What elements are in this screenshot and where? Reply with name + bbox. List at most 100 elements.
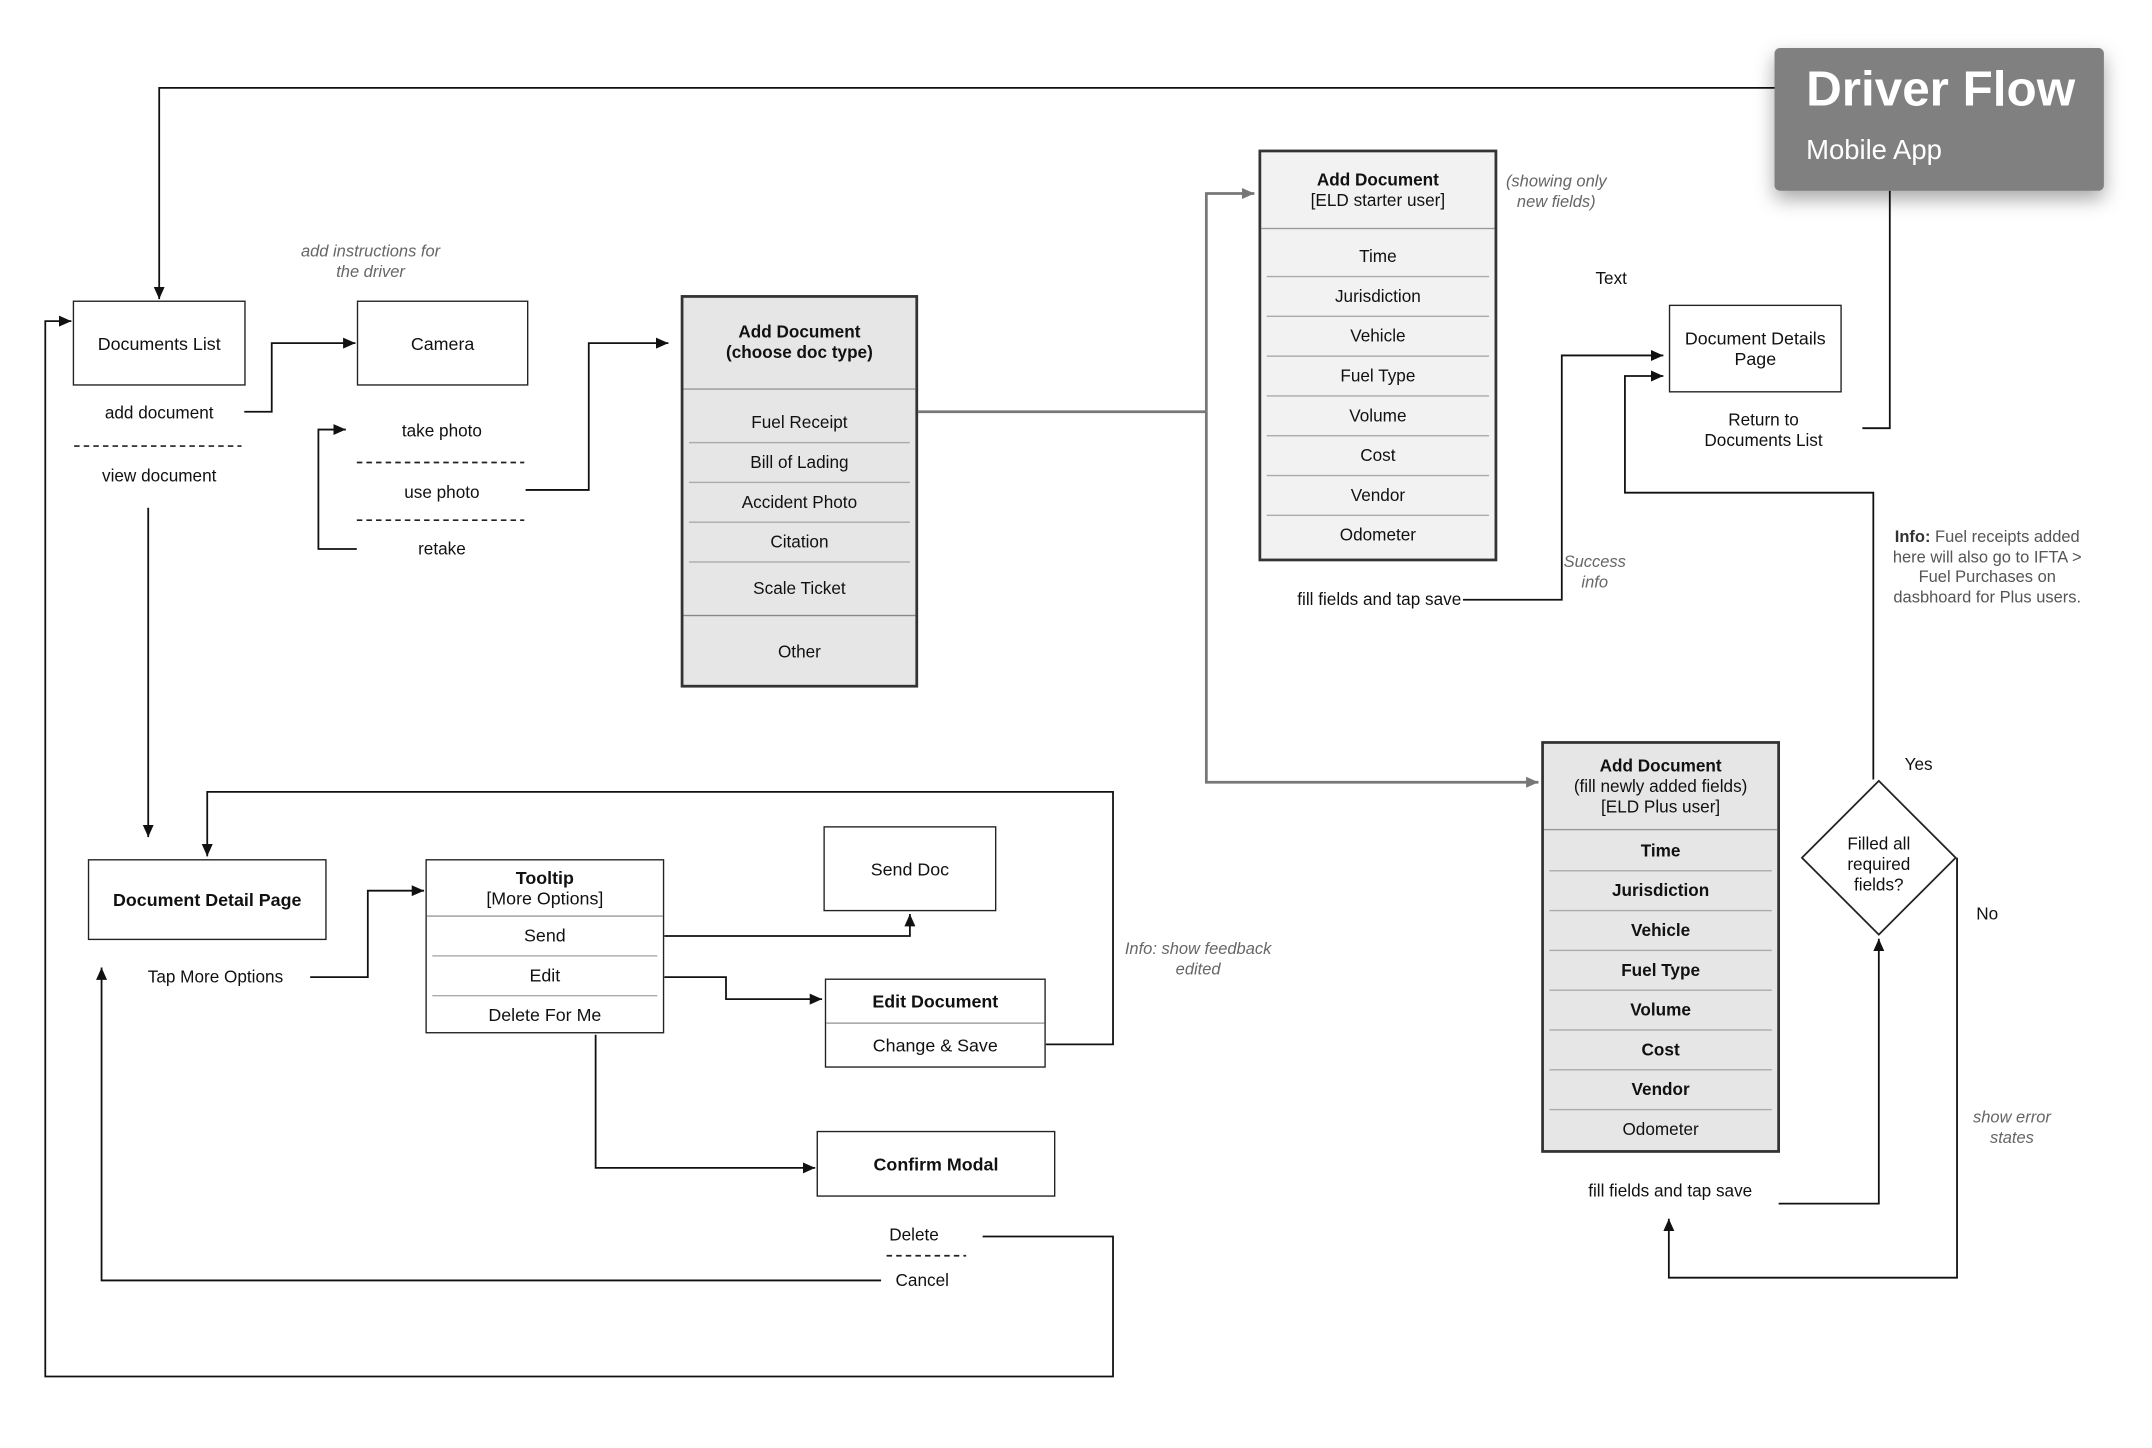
edge-usephoto-to-add — [525, 337, 669, 491]
add-instructions-note: add instructions for the driver — [300, 241, 441, 281]
show-error-note: show error states — [1973, 1107, 2051, 1147]
send-doc-node[interactable]: Send Doc — [823, 826, 997, 912]
take-photo-label[interactable]: take photo — [401, 421, 482, 441]
field-item[interactable]: Volume — [1266, 397, 1490, 437]
edge-header-to-list — [153, 86, 1775, 300]
field-item[interactable]: Fuel Type — [1266, 357, 1490, 397]
edge-save-to-detail — [201, 790, 1114, 1046]
tooltip-item[interactable]: Delete For Me — [488, 1004, 602, 1026]
add-document-label[interactable]: add document — [104, 403, 214, 423]
yes-label: Yes — [1904, 754, 1933, 775]
edge-plus-to-decision — [1778, 938, 1885, 1205]
tooltip-item[interactable]: Edit — [432, 957, 658, 997]
doc-type-item[interactable]: Accident Photo — [688, 483, 910, 523]
fuel-info-text: Fuel receipts added here will also go to… — [1892, 527, 2082, 606]
add-plus-title: Add Document — [1599, 755, 1722, 775]
edge-delete-to-list — [44, 315, 1114, 1378]
add-plus-header: Add Document (fill newly added fields) [… — [1543, 744, 1778, 831]
cancel-label[interactable]: Cancel — [895, 1270, 949, 1291]
documents-list-label: Documents List — [97, 332, 221, 354]
add-document-starter-node: Add Document [ELD starter user] Time Jur… — [1258, 149, 1498, 562]
title-tile: Driver Flow Mobile App — [1774, 48, 2104, 191]
send-doc-label: Send Doc — [870, 858, 950, 880]
fuel-info-bold: Info: — [1894, 527, 1931, 547]
decision-node: Filled all required fields? — [1800, 779, 1957, 936]
edge-retake-loop — [317, 424, 357, 550]
field-item[interactable]: Cost — [1549, 1031, 1772, 1071]
field-item[interactable]: Vendor — [1266, 476, 1490, 517]
no-label: No — [1976, 904, 1999, 924]
document-detail-page-node[interactable]: Document Detail Page — [87, 859, 327, 941]
return-to-list-label[interactable]: Return to Documents List — [1704, 410, 1823, 451]
add-document-plus-node: Add Document (fill newly added fields) [… — [1541, 741, 1781, 1153]
edge-cancel-to-detail — [96, 967, 882, 1282]
decision-label: Filled all required fields? — [1847, 834, 1911, 895]
doc-type-item[interactable]: Fuel Receipt — [688, 403, 910, 444]
edge-no-loop — [1663, 857, 1958, 1279]
add-starter-title: Add Document — [1316, 169, 1439, 189]
field-item[interactable]: Time — [1266, 237, 1490, 278]
field-item[interactable]: Vehicle — [1549, 911, 1772, 952]
edge-send-to-senddoc — [664, 914, 916, 937]
edit-document-node: Edit Document Change & Save — [824, 978, 1046, 1068]
add-choose-subtitle: (choose doc type) — [726, 343, 873, 363]
tap-more-options-label[interactable]: Tap More Options — [147, 967, 284, 987]
confirm-modal-label: Confirm Modal — [873, 1153, 999, 1175]
feedback-edited-note: Info: show feedback edited — [1124, 938, 1272, 978]
delete-label[interactable]: Delete — [889, 1225, 939, 1245]
use-photo-label[interactable]: use photo — [404, 483, 480, 503]
field-item[interactable]: Jurisdiction — [1549, 871, 1772, 912]
edge-branch-to-plus — [1204, 411, 1539, 788]
documents-list-node[interactable]: Documents List — [72, 300, 246, 386]
retake-label[interactable]: retake — [418, 539, 466, 559]
showing-only-note: (showing only new fields) — [1505, 171, 1607, 211]
doc-type-item[interactable]: Other — [777, 642, 821, 662]
field-item[interactable]: Fuel Type — [1549, 951, 1772, 991]
field-item[interactable]: Vehicle — [1266, 317, 1490, 357]
camera-node[interactable]: Camera — [356, 300, 529, 386]
field-item[interactable]: Cost — [1266, 436, 1490, 477]
edge-yes-to-details — [1624, 370, 1875, 780]
tooltip-header: Tooltip [More Options] — [426, 860, 663, 917]
doc-type-item[interactable]: Scale Ticket — [683, 563, 916, 617]
tooltip-item[interactable]: Send — [432, 917, 658, 957]
decision-shape — [1800, 779, 1957, 936]
diagram-subtitle: Mobile App — [1806, 135, 1942, 167]
field-item[interactable]: Time — [1549, 832, 1772, 872]
field-item[interactable]: Jurisdiction — [1266, 277, 1490, 318]
text-label: Text — [1595, 268, 1627, 289]
add-choose-title: Add Document — [738, 322, 861, 342]
add-document-choose-node: Add Document (choose doc type) Fuel Rece… — [680, 295, 919, 688]
edge-edit-to-editdoc — [664, 976, 823, 1005]
add-plus-subtitle-1: (fill newly added fields) — [1573, 776, 1748, 796]
tooltip-title: Tooltip — [515, 867, 574, 888]
field-item[interactable]: Vendor — [1549, 1070, 1772, 1111]
field-item[interactable]: Odometer — [1339, 525, 1417, 545]
add-choose-header: Add Document (choose doc type) — [683, 298, 916, 390]
document-details-page-label: Document Details Page — [1684, 328, 1826, 370]
edge-delete-to-confirm — [594, 1034, 816, 1174]
add-plus-subtitle-2: [ELD Plus user] — [1601, 796, 1721, 816]
camera-label: Camera — [410, 332, 475, 354]
confirm-modal-node[interactable]: Confirm Modal — [816, 1130, 1056, 1197]
fill-save-plus-label[interactable]: fill fields and tap save — [1588, 1181, 1753, 1201]
edit-document-title: Edit Document — [826, 980, 1045, 1024]
fuel-info-note: Info: Fuel receipts added here will also… — [1888, 527, 2086, 607]
fill-save-starter-label[interactable]: fill fields and tap save — [1297, 590, 1462, 610]
doc-type-item[interactable]: Citation — [688, 523, 910, 563]
add-starter-subtitle: [ELD starter user] — [1310, 190, 1446, 210]
document-details-page-node[interactable]: Document Details Page — [1668, 304, 1842, 393]
edge-starter-to-details — [1462, 349, 1664, 601]
view-document-label[interactable]: view document — [101, 466, 217, 486]
doc-type-item[interactable]: Bill of Lading — [688, 443, 910, 484]
edge-return-to-list — [1862, 190, 1891, 430]
change-save-item[interactable]: Change & Save — [872, 1034, 998, 1056]
edge-more-to-tooltip — [310, 885, 425, 979]
diagram-title: Driver Flow — [1806, 60, 2076, 117]
add-starter-header: Add Document [ELD starter user] — [1261, 152, 1495, 230]
edge-add-to-camera — [244, 337, 356, 413]
field-item[interactable]: Volume — [1549, 991, 1772, 1031]
field-item[interactable]: Odometer — [1622, 1119, 1699, 1140]
